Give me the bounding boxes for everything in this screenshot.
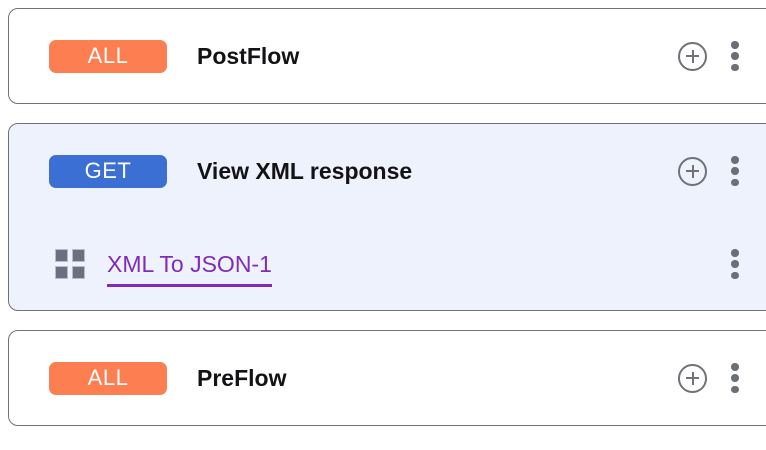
policy-row-xml-to-json-1[interactable]: XML To JSON-1 [9, 218, 766, 310]
method-badge-get: GET [49, 154, 167, 188]
flow-card-postflow[interactable]: ALL PostFlow [8, 8, 766, 104]
flow-row-view-xml-response[interactable]: GET View XML response [9, 124, 766, 218]
plus-circle-icon[interactable] [678, 363, 707, 393]
flow-row-preflow[interactable]: ALL PreFlow [9, 331, 766, 425]
row-actions [678, 363, 739, 393]
kebab-menu-icon[interactable] [731, 249, 739, 279]
method-badge-all: ALL [49, 39, 167, 73]
method-badge-all: ALL [49, 361, 167, 395]
flow-title: View XML response [197, 157, 413, 184]
flow-row-postflow[interactable]: ALL PostFlow [9, 9, 766, 103]
flow-card-view-xml-response[interactable]: GET View XML response XML To JSON-1 [8, 123, 766, 311]
flow-title: PreFlow [197, 364, 287, 391]
plus-circle-icon[interactable] [678, 41, 707, 71]
kebab-menu-icon[interactable] [731, 363, 739, 393]
plus-circle-icon[interactable] [678, 156, 707, 186]
grid-2x2-icon [55, 249, 85, 279]
row-actions [678, 156, 739, 186]
row-actions [678, 41, 739, 71]
policy-link-xml-to-json-1[interactable]: XML To JSON-1 [107, 250, 272, 287]
row-actions [731, 249, 739, 279]
kebab-menu-icon[interactable] [731, 41, 739, 71]
flow-card-preflow[interactable]: ALL PreFlow [8, 330, 766, 426]
flow-title: PostFlow [197, 42, 300, 69]
kebab-menu-icon[interactable] [731, 156, 739, 186]
